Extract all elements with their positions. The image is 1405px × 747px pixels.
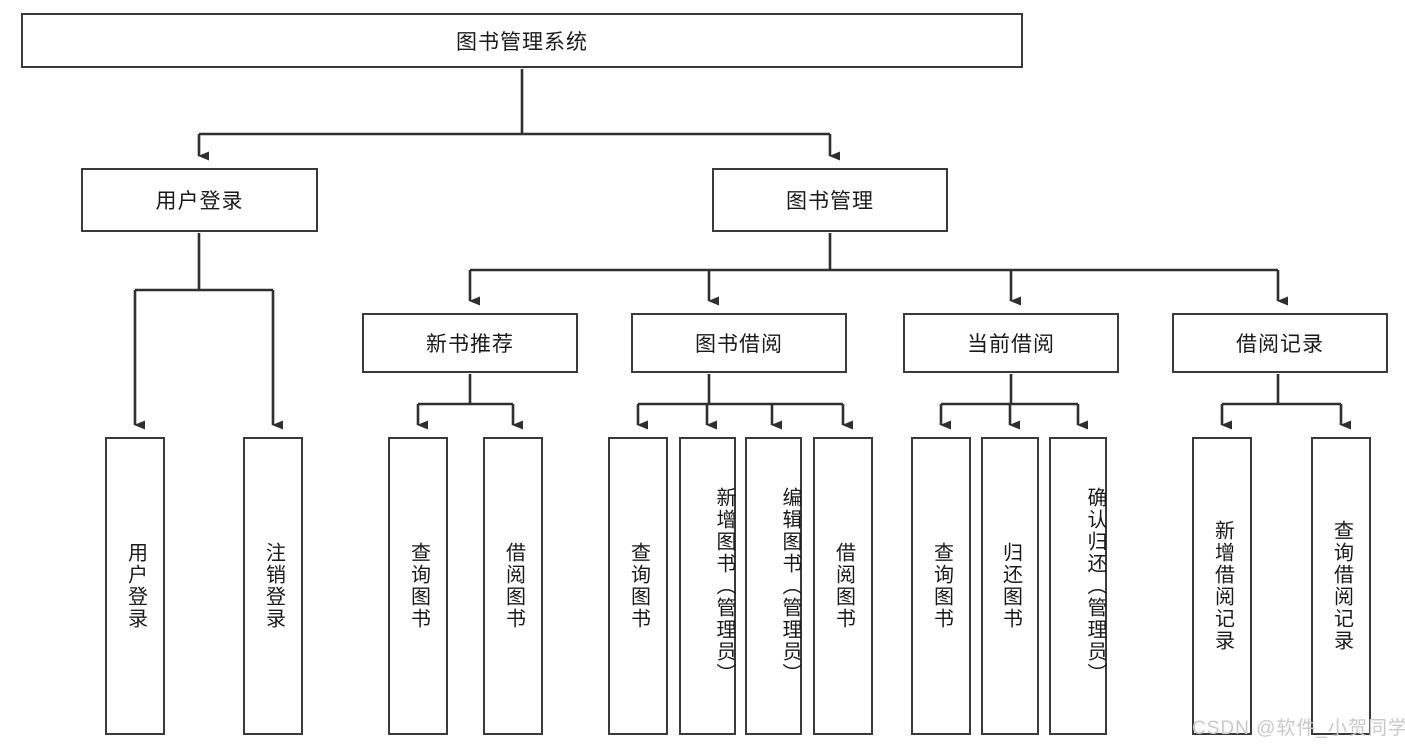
node-label: 确认归还（管理员） xyxy=(1084,487,1106,685)
leaf-user-logout[interactable]: 注销登录 xyxy=(243,437,303,735)
node-label: 借阅图书 xyxy=(832,542,855,630)
node-label: 注销登录 xyxy=(262,542,285,630)
node-label: 图书管理系统 xyxy=(456,30,588,54)
node-label: 新书推荐 xyxy=(426,333,514,356)
node-new-book-recommend[interactable]: 新书推荐 xyxy=(362,313,578,373)
node-label: 新增图书（管理员） xyxy=(713,487,735,685)
node-book-borrow[interactable]: 图书借阅 xyxy=(631,313,847,373)
node-label: 用户登录 xyxy=(124,542,147,630)
leaf-borrow-book-1[interactable]: 借阅图书 xyxy=(483,437,543,735)
leaf-add-record[interactable]: 新增借阅记录 xyxy=(1192,437,1252,735)
leaf-confirm-return[interactable]: 确认归还（管理员） xyxy=(1049,437,1107,735)
leaf-edit-book[interactable]: 编辑图书（管理员） xyxy=(745,437,802,735)
node-current-borrow[interactable]: 当前借阅 xyxy=(903,313,1119,373)
leaf-query-book-1[interactable]: 查询图书 xyxy=(388,437,448,735)
node-label: 新增借阅记录 xyxy=(1211,520,1234,652)
leaf-borrow-book-2[interactable]: 借阅图书 xyxy=(813,437,873,735)
node-label: 查询图书 xyxy=(627,542,650,630)
leaf-add-book[interactable]: 新增图书（管理员） xyxy=(679,437,736,735)
leaf-return-book[interactable]: 归还图书 xyxy=(981,437,1039,735)
leaf-query-book-3[interactable]: 查询图书 xyxy=(911,437,971,735)
node-user-login[interactable]: 用户登录 xyxy=(81,168,318,232)
node-label: 查询借阅记录 xyxy=(1330,520,1353,652)
leaf-query-book-2[interactable]: 查询图书 xyxy=(608,437,668,735)
leaf-query-record[interactable]: 查询借阅记录 xyxy=(1311,437,1371,735)
node-label: 图书借阅 xyxy=(695,333,783,356)
node-label: 归还图书 xyxy=(999,542,1022,630)
node-book-management[interactable]: 图书管理 xyxy=(712,168,948,232)
node-label: 当前借阅 xyxy=(967,333,1055,356)
node-label: 编辑图书（管理员） xyxy=(779,487,801,685)
node-borrow-record[interactable]: 借阅记录 xyxy=(1172,313,1388,373)
node-root-title[interactable]: 图书管理系统 xyxy=(21,13,1023,68)
node-label: 借阅图书 xyxy=(502,542,525,630)
leaf-user-login[interactable]: 用户登录 xyxy=(105,437,165,735)
node-label: 查询图书 xyxy=(407,542,430,630)
node-label: 用户登录 xyxy=(155,190,244,213)
node-label: 借阅记录 xyxy=(1236,333,1324,356)
node-label: 图书管理 xyxy=(786,190,874,213)
node-label: 查询图书 xyxy=(930,542,953,630)
